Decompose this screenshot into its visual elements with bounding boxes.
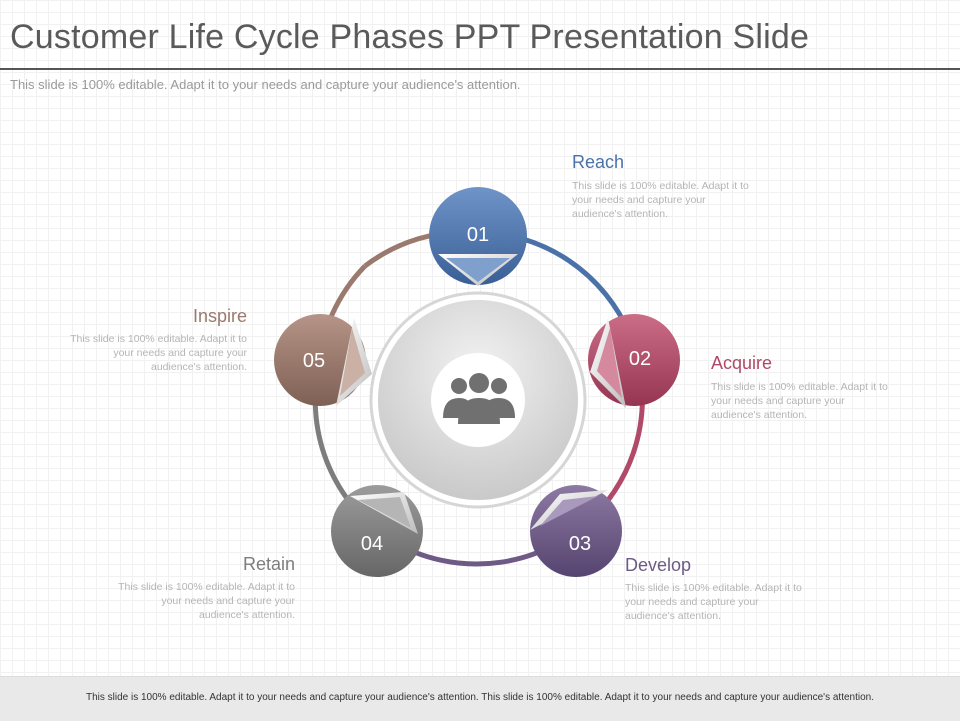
phase-05-inspire-node: 05	[274, 314, 372, 406]
people-group-icon	[443, 373, 515, 424]
phase-number: 02	[629, 348, 651, 370]
phase-desc-reach: This slide is 100% editable. Adapt it to…	[572, 180, 749, 220]
phase-number: 04	[361, 533, 383, 555]
phase-title-develop: Develop	[625, 555, 692, 575]
phase-desc-retain: This slide is 100% editable. Adapt it to…	[118, 581, 295, 621]
phase-01-reach-node: 01	[429, 187, 527, 286]
phase-title-retain: Retain	[242, 554, 295, 574]
phase-04-retain-node: 04	[331, 485, 423, 577]
phase-desc-acquire: This slide is 100% editable. Adapt it to…	[711, 381, 888, 421]
phase-number: 03	[569, 533, 591, 555]
phase-03-develop-node: 03	[530, 485, 622, 577]
slide-subtitle: This slide is 100% editable. Adapt it to…	[10, 77, 521, 92]
phase-02-acquire-node: 02	[588, 314, 680, 408]
slide-title: Customer Life Cycle Phases PPT Presentat…	[10, 18, 810, 56]
phase-desc-develop: This slide is 100% editable. Adapt it to…	[625, 582, 802, 622]
phase-desc-inspire: This slide is 100% editable. Adapt it to…	[70, 333, 247, 373]
phase-number: 05	[303, 350, 325, 372]
phase-title-acquire: Acquire	[711, 353, 773, 373]
phase-title-inspire: Inspire	[192, 306, 247, 326]
phase-title-reach: Reach	[572, 152, 625, 172]
footer-text: This slide is 100% editable. Adapt it to…	[85, 692, 875, 703]
title-divider	[0, 68, 960, 70]
footer-bar: This slide is 100% editable. Adapt it to…	[0, 676, 960, 721]
center-hub	[369, 291, 587, 509]
phase-number: 01	[467, 224, 489, 246]
